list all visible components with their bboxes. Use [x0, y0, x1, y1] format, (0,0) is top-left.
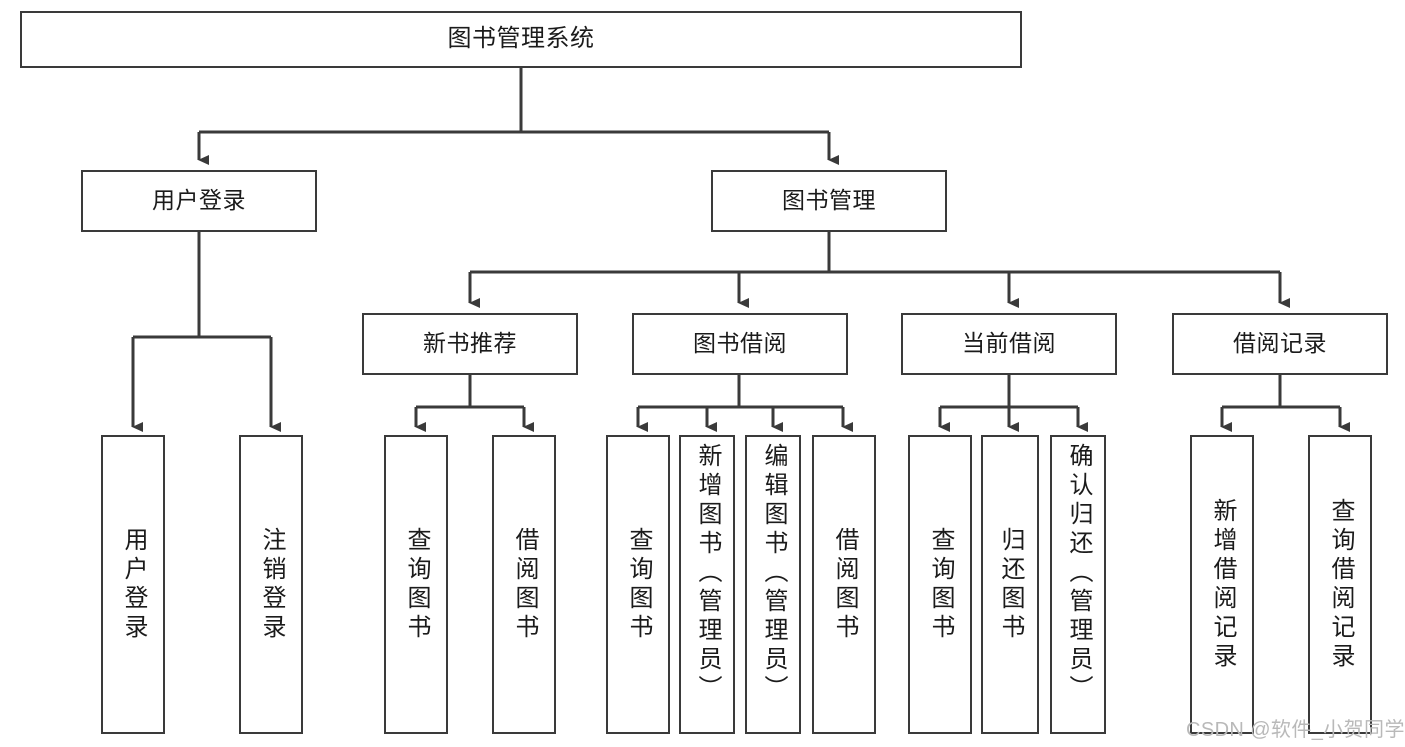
node-label: 用户登录: [152, 187, 246, 214]
node-book-management[interactable]: 图书管理: [711, 170, 947, 232]
leaf-book-borrow-edit-book-admin[interactable]: 编辑图书（管理员）: [745, 435, 801, 734]
node-user-login[interactable]: 用户登录: [81, 170, 317, 232]
node-label: 借阅图书: [831, 526, 858, 643]
node-label: 新增图书（管理员）: [694, 443, 721, 704]
node-root-book-management-system[interactable]: 图书管理系统: [20, 11, 1022, 68]
node-book-borrow[interactable]: 图书借阅: [632, 313, 848, 375]
leaf-current-borrow-return-book[interactable]: 归还图书: [981, 435, 1039, 734]
leaf-current-borrow-confirm-return-admin[interactable]: 确认归还（管理员）: [1050, 435, 1106, 734]
node-label: 查询图书: [403, 526, 430, 643]
node-label: 确认归还（管理员）: [1065, 443, 1092, 704]
node-new-book-recommend[interactable]: 新书推荐: [362, 313, 578, 375]
leaf-borrow-record-query-record[interactable]: 查询借阅记录: [1308, 435, 1372, 734]
leaf-new-book-borrow-book[interactable]: 借阅图书: [492, 435, 556, 734]
watermark: CSDN @软件_小贺同学: [1186, 719, 1405, 741]
node-label: 图书管理: [782, 187, 876, 214]
node-label: 查询借阅记录: [1327, 497, 1354, 672]
node-label: 新增借阅记录: [1209, 497, 1236, 672]
leaf-book-borrow-borrow-book[interactable]: 借阅图书: [812, 435, 876, 734]
node-label: 编辑图书（管理员）: [760, 443, 787, 704]
leaf-current-borrow-query-book[interactable]: 查询图书: [908, 435, 972, 734]
node-label: 注销登录: [258, 526, 285, 643]
node-label: 借阅记录: [1233, 330, 1327, 357]
node-label: 查询图书: [927, 526, 954, 643]
node-label: 图书管理系统: [447, 25, 595, 53]
leaf-user-login-logout[interactable]: 注销登录: [239, 435, 303, 734]
node-label: 新书推荐: [423, 330, 517, 357]
node-label: 当前借阅: [962, 330, 1056, 357]
leaf-new-book-query-book[interactable]: 查询图书: [384, 435, 448, 734]
node-borrow-record[interactable]: 借阅记录: [1172, 313, 1388, 375]
leaf-user-login-login[interactable]: 用户登录: [101, 435, 165, 734]
node-label: 查询图书: [625, 526, 652, 643]
node-label: 图书借阅: [693, 330, 787, 357]
node-label: 用户登录: [120, 526, 147, 643]
node-label: 归还图书: [997, 526, 1024, 643]
leaf-borrow-record-add-record[interactable]: 新增借阅记录: [1190, 435, 1254, 734]
leaf-book-borrow-query-book[interactable]: 查询图书: [606, 435, 670, 734]
node-current-borrow[interactable]: 当前借阅: [901, 313, 1117, 375]
node-label: 借阅图书: [511, 526, 538, 643]
leaf-book-borrow-add-book-admin[interactable]: 新增图书（管理员）: [679, 435, 735, 734]
